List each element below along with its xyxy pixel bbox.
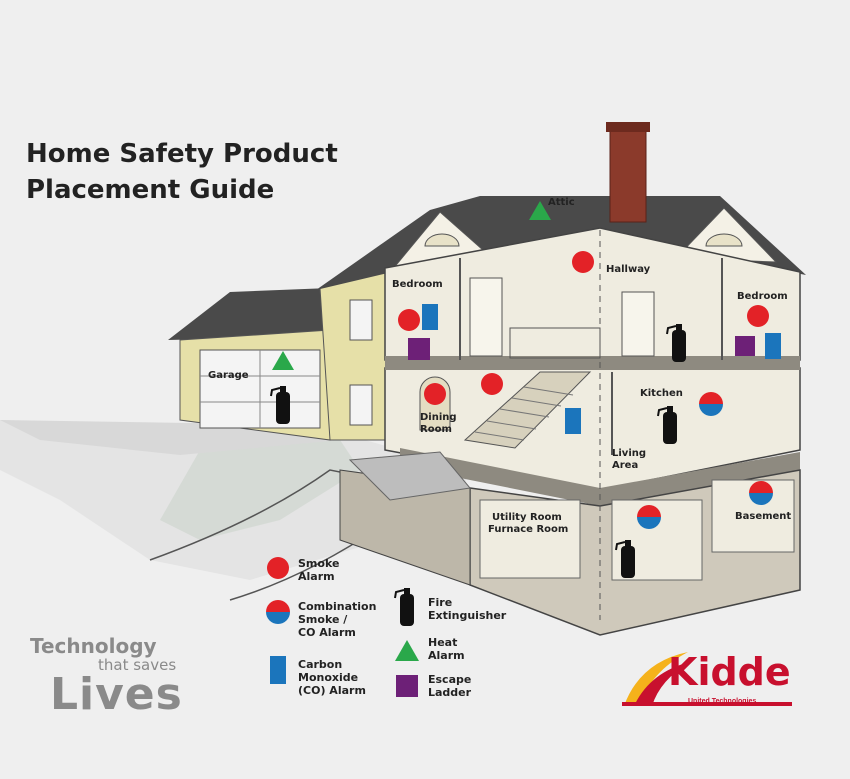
title-line-2: Placement Guide <box>26 175 275 205</box>
legend-extinguisher-2: Extinguisher <box>428 609 507 622</box>
combo-alarm-kitchen <box>699 392 723 416</box>
legend-co-3: (CO) Alarm <box>298 684 366 697</box>
room-living-2: Area <box>612 460 638 471</box>
room-utility-2: Furnace Room <box>488 524 568 535</box>
smoke-alarm-hallway <box>572 251 594 273</box>
legend-smoke-2: Alarm <box>298 570 335 583</box>
room-basement: Basement <box>735 511 791 522</box>
lawn-shading <box>160 440 360 540</box>
room-dining-1: Dining <box>420 412 457 423</box>
heat-alarm-garage <box>272 351 294 370</box>
room-kitchen: Kitchen <box>640 388 683 399</box>
front-steps <box>348 451 471 501</box>
title-line-1: Home Safety Product <box>26 139 338 169</box>
tagline-line-2: that saves <box>98 656 177 674</box>
legend-co-1: Carbon <box>298 658 342 671</box>
brand-name: Kidde <box>668 650 791 694</box>
legend-extinguisher-1: Fire <box>428 596 452 609</box>
legend-ladder-2: Ladder <box>428 686 472 699</box>
legend-combo-3: CO Alarm <box>298 626 356 639</box>
legend-ladder-1: Escape <box>428 673 471 686</box>
room-living-1: Living <box>612 448 646 459</box>
room-utility-1: Utility Room <box>492 512 562 523</box>
legend-heat-1: Heat <box>428 636 457 649</box>
kidde-logo-mark <box>622 652 792 706</box>
heat-alarm-attic <box>529 201 551 220</box>
ladder-bedroom-right <box>735 336 755 356</box>
room-attic: Attic <box>548 197 575 208</box>
co-alarm-living <box>565 408 581 434</box>
combo-alarm-basement <box>749 481 773 505</box>
room-dining-2: Room <box>420 424 452 435</box>
legend-ladder-icon <box>396 675 418 697</box>
legend-extinguisher-icon <box>394 587 415 627</box>
room-bedroom-right: Bedroom <box>737 291 788 302</box>
legend-smoke-1: Smoke <box>298 557 339 570</box>
room-hallway: Hallway <box>606 264 651 275</box>
side-window-1 <box>349 299 373 341</box>
side-window-2 <box>349 384 373 426</box>
tagline: Technology that saves Lives <box>30 635 183 717</box>
legend-combo-1: Combination <box>298 600 376 613</box>
legend-smoke-icon <box>267 557 289 579</box>
smoke-alarm-dining <box>424 383 446 405</box>
legend-co-icon <box>270 656 286 684</box>
room-garage: Garage <box>208 370 249 381</box>
tagline-line-1: Technology <box>30 634 157 658</box>
brand-sub: United Technologies <box>688 698 757 705</box>
legend-co-2: Monoxide <box>298 671 358 684</box>
legend-combo-2: Smoke / <box>298 613 348 626</box>
combo-alarm-utility <box>637 505 661 529</box>
smoke-alarm-stairs <box>481 373 503 395</box>
garage-roof <box>168 288 330 340</box>
tagline-line-3: Lives <box>50 669 183 720</box>
legend-heat-icon <box>395 640 419 661</box>
page-title: Home Safety Product Placement Guide <box>26 136 338 208</box>
chimney <box>609 125 647 223</box>
legend: Smoke Alarm Combination Smoke / CO Alarm… <box>266 557 507 699</box>
kidde-logo: Kidde United Technologies <box>620 650 795 712</box>
co-alarm-bedroom-right <box>765 333 781 359</box>
ladder-bedroom-left <box>408 338 430 360</box>
legend-heat-2: Alarm <box>428 649 465 662</box>
staircase <box>463 371 592 449</box>
room-bedroom-left: Bedroom <box>392 279 443 290</box>
smoke-alarm-bedroom-left <box>398 309 420 331</box>
upper-floor-slab <box>385 356 800 370</box>
legend-combo-icon <box>266 600 290 624</box>
smoke-alarm-bedroom-right <box>747 305 769 327</box>
co-alarm-bedroom-left <box>422 304 438 330</box>
